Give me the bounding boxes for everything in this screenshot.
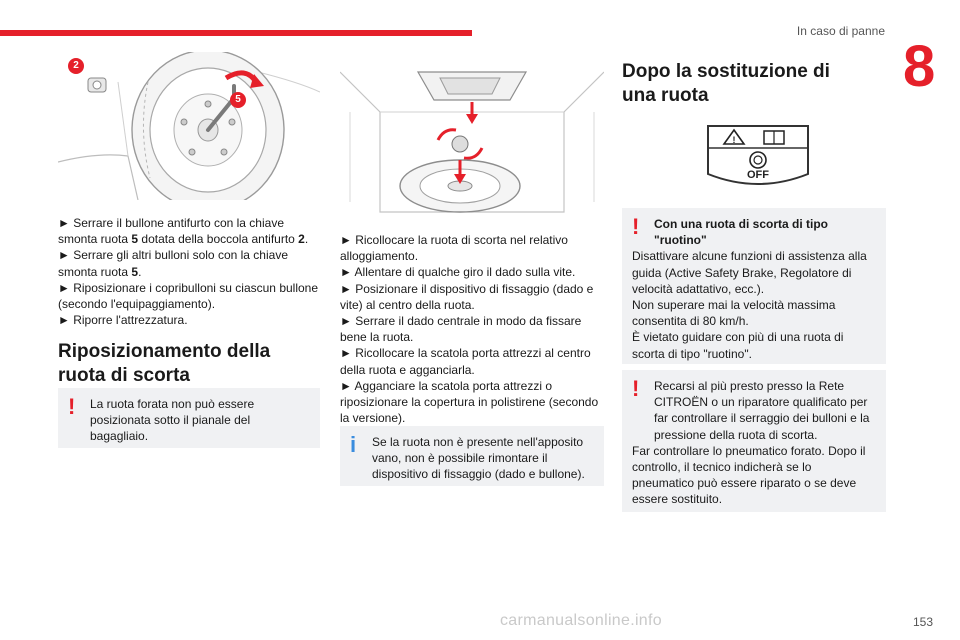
step-2: ► Allentare di qualche giro il dado sull… bbox=[340, 265, 576, 280]
step-6: ► Agganciare la scatola porta attrezzi o… bbox=[340, 378, 599, 426]
spare-wheel-trunk-illustration bbox=[340, 52, 604, 222]
svg-text:!: ! bbox=[733, 135, 736, 145]
off-label: OFF bbox=[747, 169, 769, 181]
warning-text: La ruota forata non può essere posiziona… bbox=[90, 397, 255, 444]
watermark: carmanualsonline.info bbox=[500, 612, 662, 629]
col2-steps: ► Ricollocare la ruota di scorta nel rel… bbox=[340, 232, 604, 426]
step-4: ► Riporre l'attrezzatura. bbox=[58, 313, 188, 328]
warning-icon: ! bbox=[632, 376, 640, 401]
dashboard-off-indicator-illustration: ! OFF bbox=[702, 122, 814, 190]
warning-line-1: Recarsi al più presto presso la Rete CIT… bbox=[654, 379, 870, 442]
wheel-bolt-illustration: 2 5 bbox=[58, 52, 320, 200]
page-number: 153 bbox=[912, 615, 933, 629]
warning-line-2: Non superare mai la velocità massima con… bbox=[632, 298, 836, 329]
warning-box-ruotino: ! Con una ruota di scorta di tipo "ruoti… bbox=[622, 208, 886, 364]
col1-steps: ► Serrare il bullone antifurto con la ch… bbox=[58, 215, 320, 328]
step-3: ► Posizionare il dispositivo di fissaggi… bbox=[340, 281, 594, 312]
info-text: Se la ruota non è presente nell'apposito… bbox=[372, 435, 585, 482]
warning-title: Con una ruota di scorta di tipo "ruotino… bbox=[654, 217, 828, 248]
warning-line-3: È vietato guidare con più di una ruota d… bbox=[632, 330, 844, 361]
chapter-title: In caso di panne bbox=[796, 24, 885, 38]
callout-2: 2 bbox=[68, 58, 84, 74]
step-1: ► Serrare il bullone antifurto con la ch… bbox=[58, 216, 309, 247]
step-2: ► Serrare gli altri bulloni solo con la … bbox=[58, 248, 288, 279]
warning-icon: ! bbox=[68, 394, 76, 419]
warning-line-2: Far controllare lo pneumatico forato. Do… bbox=[632, 443, 866, 507]
section-title-reposition: Riposizionamento della ruota di scorta bbox=[58, 341, 271, 386]
warning-line-1: Disattivare alcune funzioni di assistenz… bbox=[632, 249, 867, 296]
step-5: ► Ricollocare la scatola porta attrezzi … bbox=[340, 346, 591, 377]
info-icon: i bbox=[350, 432, 357, 457]
section-title-after-change: Dopo la sostituzione di una ruota bbox=[622, 61, 830, 106]
warning-box-network: ! Recarsi al più presto presso la Rete C… bbox=[622, 370, 886, 512]
step-1: ► Ricollocare la ruota di scorta nel rel… bbox=[340, 233, 568, 264]
warning-box-punctured: ! La ruota forata non può essere posizio… bbox=[58, 388, 320, 448]
warning-icon: ! bbox=[632, 214, 640, 239]
header-accent-bar bbox=[0, 30, 472, 36]
chapter-number: 8 bbox=[903, 34, 936, 99]
step-4: ► Serrare il dado centrale in modo da fi… bbox=[340, 314, 582, 345]
info-box-spare-missing: i Se la ruota non è presente nell'apposi… bbox=[340, 426, 604, 486]
callout-5: 5 bbox=[230, 92, 246, 108]
step-3: ► Riposizionare i copribulloni su ciascu… bbox=[58, 280, 319, 312]
